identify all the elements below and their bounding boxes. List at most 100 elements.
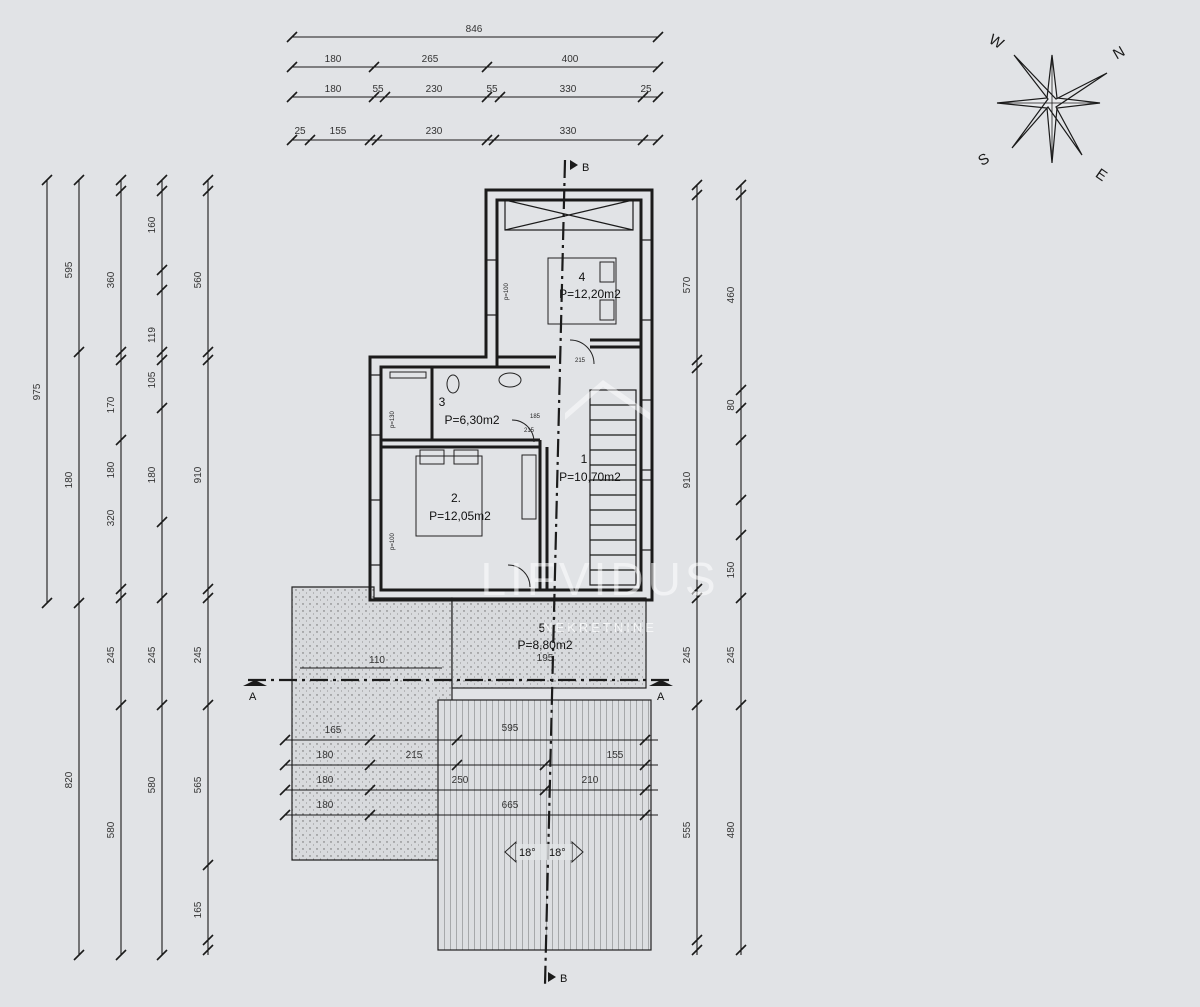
dim-left-c3-i: 580 [106, 821, 117, 838]
room-1-number: 1 [581, 452, 588, 466]
room-1-area: P=10,70m2 [559, 470, 621, 484]
dim-top-r3-e: 230 [426, 126, 443, 137]
dim-top-r1-b: 265 [422, 54, 439, 65]
dim-low-g: 250 [452, 775, 469, 786]
lower-dimension-chains: 165 180 215 180 180 250 210 665 595 155 [279, 723, 658, 821]
door-swing-3 [511, 419, 535, 443]
dim-left-c2-c: 820 [64, 771, 75, 788]
dim-low-i: 665 [502, 800, 519, 811]
terraces: 110 195 [291, 586, 652, 951]
dim-right-c2-f: 150 [726, 561, 737, 578]
dim-left-c5-l: 165 [193, 901, 204, 918]
dim-left-c3-e: 180 [106, 461, 117, 478]
dim-top-r2-f: 25 [640, 84, 652, 95]
dim-right-c1-i: 555 [682, 821, 693, 838]
section-a-left: A [249, 691, 257, 703]
dim-right-c2-b: 460 [726, 286, 737, 303]
dim-left-c5-j: 565 [193, 776, 204, 793]
dim-left-c4-a: 160 [147, 216, 158, 233]
dim-low-d: 215 [406, 750, 423, 761]
room-3-area: P=6,30m2 [444, 413, 499, 427]
dim-top-r2-d: 55 [486, 84, 498, 95]
bed-room-2 [415, 455, 483, 537]
dim-left-c2-a: 595 [64, 261, 75, 278]
dim-left-c1: 975 [32, 383, 43, 400]
dim-top-r2-b: 55 [372, 84, 384, 95]
dim-left-c4-d: 180 [147, 466, 158, 483]
room-5-number: 5 [539, 621, 546, 635]
dim-top-r2-c: 230 [426, 84, 443, 95]
room-3-number: 3 [439, 395, 446, 409]
door-dim-a: 185 [530, 414, 541, 420]
dim-low-e: 180 [317, 775, 334, 786]
section-b-bottom: B [560, 973, 567, 985]
roof-angle-right: 18° [549, 847, 566, 859]
toilet [446, 374, 460, 394]
dim-terrace-width: 110 [369, 655, 385, 666]
dim-low-f: 180 [317, 800, 334, 811]
dim-left-c4-b: 119 [147, 327, 158, 343]
dim-top-r1-a: 180 [325, 54, 342, 65]
roof-angle-left: 18° [519, 847, 536, 859]
dim-low-j: 595 [502, 723, 519, 734]
roof-angle-marks: 18° 18° [504, 840, 584, 864]
section-b-top: B [582, 162, 589, 174]
dim-right-c2-h: 480 [726, 821, 737, 838]
dim-right-c1-c: 570 [682, 276, 693, 293]
dim-right-c2-g: 245 [726, 646, 737, 663]
dim-left-c3-a: 360 [106, 271, 117, 288]
dim-top-r3-h: 330 [560, 126, 577, 137]
roof-slope [437, 699, 652, 951]
room-5-area: P=8,80m2 [517, 638, 572, 652]
watermark-sub: NEKRETNINE [543, 620, 657, 635]
dim-left-c3-c: 170 [106, 396, 117, 413]
watermark: LIFVIDUS NEKRETNINE [480, 380, 716, 635]
dim-low-k: 155 [607, 750, 624, 761]
top-dimension-chains: 846 180 265 400 180 55 230 55 330 25 25 … [286, 24, 664, 146]
dim-top-r2-a: 180 [325, 84, 342, 95]
bathtub-edge [389, 371, 427, 379]
door-swing-4 [569, 339, 595, 365]
dim-top-total: 846 [466, 24, 483, 35]
dim-left-c3-f: 320 [106, 509, 117, 526]
dim-low-a: 165 [325, 725, 342, 736]
room-4-number: 4 [579, 270, 586, 284]
dim-left-c5-i: 245 [193, 646, 204, 663]
dim-low-h: 210 [582, 775, 599, 786]
section-a-right: A [657, 691, 665, 703]
dim-left-c5-c: 560 [193, 271, 204, 288]
door-dim-b: 215 [524, 428, 535, 434]
dim-left-c4-c: 105 [147, 371, 158, 388]
dim-right-c2-c: 80 [726, 399, 737, 411]
dim-top-r1-c: 400 [562, 54, 579, 65]
window-label-room4: p=100 [504, 282, 510, 300]
dim-left-c4-f: 580 [147, 776, 158, 793]
room-2-area: P=12,05m2 [429, 509, 491, 523]
dim-stair-width: 195 [537, 653, 554, 664]
dim-left-c3-h: 245 [106, 646, 117, 663]
door-swing-2 [507, 564, 531, 588]
dim-top-r3-a: 25 [294, 126, 306, 137]
terrace-balcony [451, 597, 647, 689]
left-dimension-chains: 975 595 180 820 360 170 180 320 245 580 … [32, 174, 214, 961]
dim-right-c1-h: 245 [682, 646, 693, 663]
dim-top-r2-e: 330 [560, 84, 577, 95]
washbasin [498, 372, 522, 388]
building-walls [368, 188, 654, 602]
dim-low-c: 180 [317, 750, 334, 761]
room-4-area: P=12,20m2 [559, 287, 621, 301]
terrace-left [291, 586, 453, 861]
wardrobe [521, 454, 537, 520]
dim-left-c2-b: 180 [64, 471, 75, 488]
dim-right-c1-e: 910 [682, 471, 693, 488]
dim-top-r3-b: 155 [330, 126, 347, 137]
right-dimension-chains: 570 910 245 555 460 80 150 245 480 [682, 179, 747, 956]
dim-left-c4-e: 245 [147, 646, 158, 663]
dim-left-c5-f: 910 [193, 466, 204, 483]
door-dim-c: 215 [575, 358, 586, 364]
window-label-room3: p=130 [390, 410, 396, 428]
window-label-room2: p=100 [390, 532, 396, 550]
room-2-number: 2. [451, 491, 461, 505]
compass-rose-icon [996, 54, 1108, 164]
